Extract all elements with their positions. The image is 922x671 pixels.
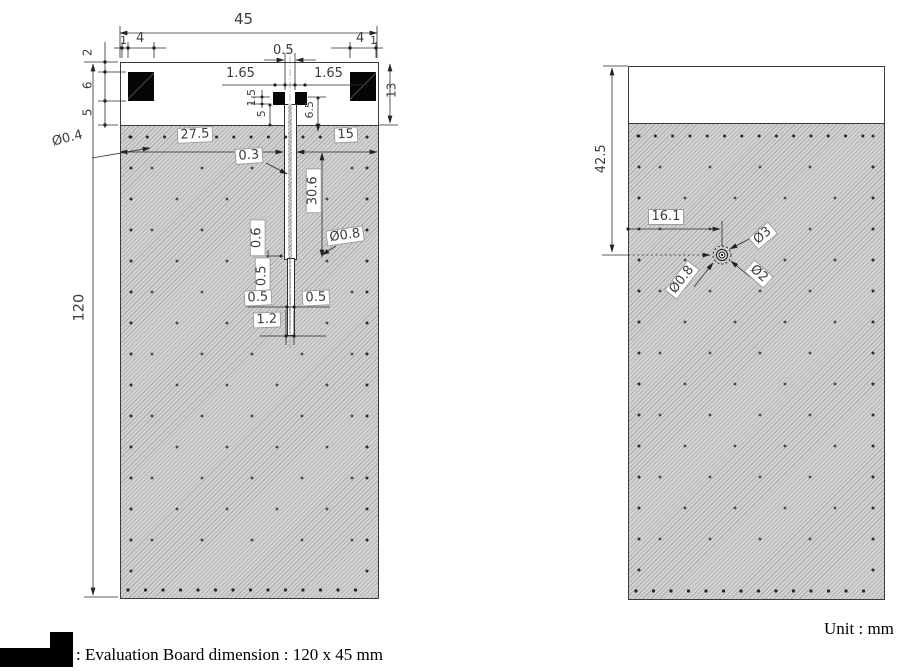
dim-clearance-right: 1.65 [314,66,343,81]
dim-seg-width-right: 0.5 [301,289,331,307]
caption-text: Evaluation Board dimension : 120 x 45 mm [84,645,383,664]
dim-hole-offset-top: 42.5 [594,144,610,174]
dim-slot-length: 30.6 [305,168,322,214]
dim-ground-span-right: 15 [333,126,358,144]
front-ground-plane [120,125,379,599]
dim-pad-top-margin: 2 [80,48,95,57]
front-dimension-lines [84,26,398,598]
dim-feed-left-len: 5 [255,110,269,118]
front-pad-left [128,72,154,101]
dim-pad-height: 6 [80,81,95,90]
dim-slot-gap: 0.3 [234,147,264,165]
dim-clearance-left: 1.65 [226,66,255,81]
dim-feed-right-len: 6.5 [303,101,317,119]
dim-board-height: 120 [71,293,88,322]
feed-pad-right [295,92,307,105]
dim-feed-gap: 0.5 [273,43,294,58]
dim-seg-width-left: 0.5 [243,289,273,307]
front-dimension-ticks [103,46,378,338]
front-pad-right [350,72,376,101]
back-ground-plane [628,123,885,600]
redacted-logo-block-horizontal [0,648,73,667]
feed-pad-left [273,92,285,105]
dim-pad-edge-gap-left: 1 [120,34,127,47]
cpw-slot-lower [287,258,295,336]
back-hole [626,227,732,265]
dim-tip-width: 1.2 [252,311,281,329]
dim-pad-width-right: 4 [356,31,365,46]
dim-pad-edge-gap-right: 1 [370,34,377,47]
cpw-strip-upper [288,104,292,258]
dim-hole-offset-left: 16.1 [648,209,684,225]
board-caption: : Evaluation Board dimension : 120 x 45 … [76,645,383,665]
dim-ground-span-left: 27.5 [176,126,214,144]
dim-pad-width-left: 4 [136,31,145,46]
unit-note: Unit : mm [824,619,894,638]
dim-top-band-height: 13 [384,82,399,98]
back-dimension-lines [602,65,754,288]
dim-pad-bottom-gap: 5 [80,108,95,117]
caption-prefix: : [76,645,81,664]
dim-step-width: 0.6 [249,219,266,257]
dim-board-width: 45 [234,10,254,28]
via-dots [126,134,875,593]
